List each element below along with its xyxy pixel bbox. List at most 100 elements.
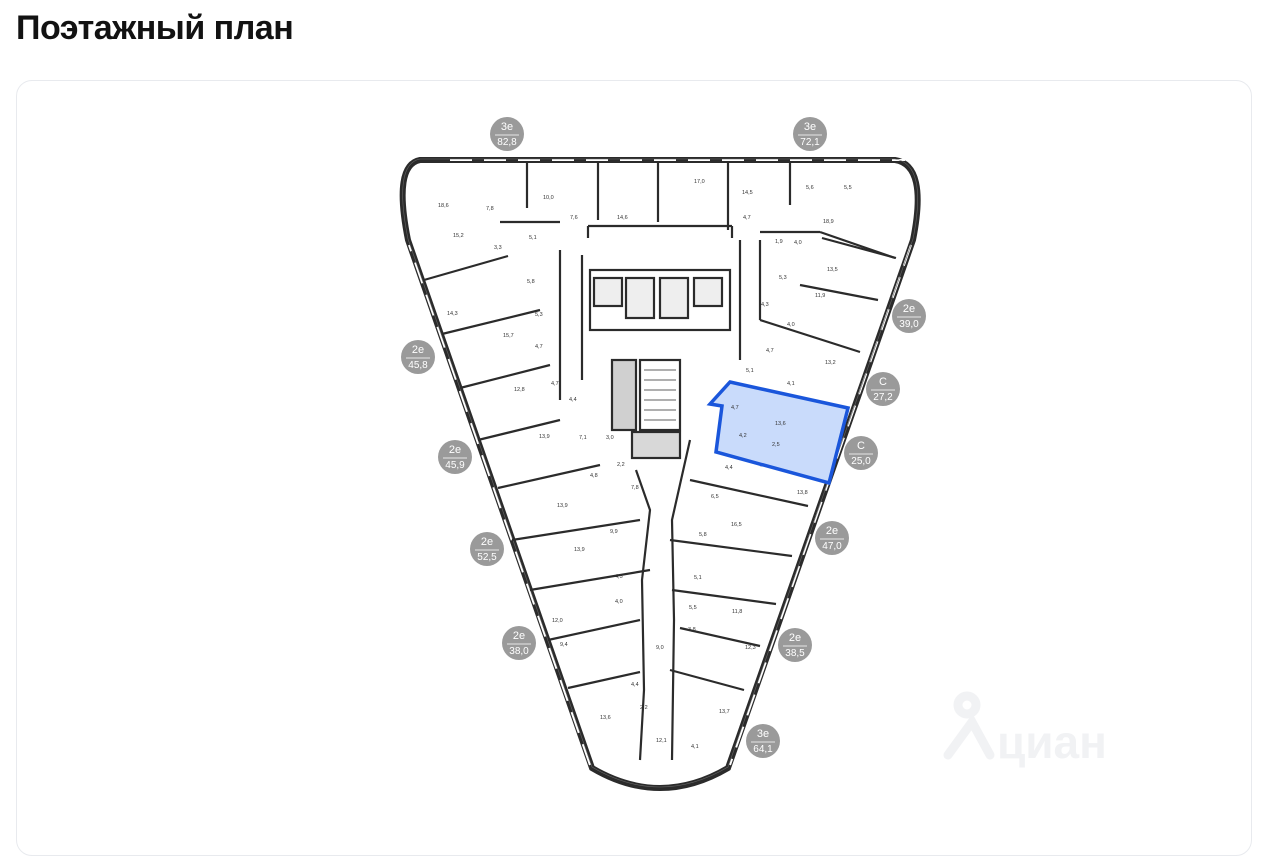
room-area: 13,5: [827, 267, 838, 273]
room-area: 3,8: [688, 627, 696, 633]
watermark: циан: [943, 691, 1107, 768]
room-area: 4,7: [551, 381, 559, 387]
room-area: 5,8: [527, 279, 535, 285]
room-area: 13,9: [539, 434, 550, 440]
watermark-brand: циан: [997, 716, 1107, 768]
room-area: 4,4: [631, 682, 639, 688]
badge-area: 82,8: [497, 137, 517, 148]
badge-type: 3e: [804, 121, 816, 133]
room-area: 5,5: [689, 605, 697, 611]
room-area: 14,3: [447, 311, 458, 317]
room-area: 13,9: [574, 547, 585, 553]
room-area: 4,0: [794, 240, 802, 246]
room-area: 4,7: [535, 344, 543, 350]
apartment-badge-2e-52-5[interactable]: 2e 52,5: [470, 532, 504, 566]
badge-type: 2e: [789, 632, 801, 644]
room-area: 14,5: [742, 190, 753, 196]
room-area: 7,6: [570, 215, 578, 221]
room-area: 9,9: [610, 529, 618, 535]
room-area: 3,3: [494, 245, 502, 251]
room-area: 5,1: [746, 368, 754, 374]
badge-area: 27,2: [873, 392, 893, 403]
room-area: 3,0: [606, 435, 614, 441]
apartment-badge-2e-38-0[interactable]: 2e 38,0: [502, 626, 536, 660]
room-area: 5,1: [529, 235, 537, 241]
page-title: Поэтажный план: [16, 9, 294, 47]
badge-type: 2e: [412, 344, 424, 356]
room-area: 13,6: [775, 421, 786, 427]
apartment-badge-2e-38-5[interactable]: 2e 38,5: [778, 628, 812, 662]
room-area: 4,0: [787, 322, 795, 328]
apartment-badge-2e-45-8[interactable]: 2e 45,8: [401, 340, 435, 374]
room-area: 18,9: [823, 219, 834, 225]
room-area: 13,8: [797, 490, 808, 496]
room-area: 11,9: [815, 293, 825, 299]
room-area: 18,6: [438, 203, 449, 209]
room-area: 11,8: [732, 609, 742, 615]
room-area: 7,8: [486, 206, 494, 212]
room-area: 16,5: [731, 522, 742, 528]
badge-area: 39,0: [899, 319, 919, 330]
room-area: 7,1: [579, 435, 587, 441]
room-area: 9,0: [656, 645, 664, 651]
apartment-badge-c-27-2[interactable]: C 27,2: [866, 372, 900, 406]
room-area: 7,8: [631, 485, 639, 491]
apartment-badge-2e-39-0[interactable]: 2e 39,0: [892, 299, 926, 333]
badge-type: C: [857, 440, 865, 452]
room-area: 12,8: [514, 387, 525, 393]
room-area: 4,3: [761, 302, 769, 308]
room-area: 5,1: [694, 575, 702, 581]
apartment-badge-2e-45-9[interactable]: 2e 45,9: [438, 440, 472, 474]
badge-area: 38,5: [785, 648, 805, 659]
room-area: 2,5: [772, 442, 780, 448]
badge-area: 25,0: [851, 456, 871, 467]
badge-type: 3e: [501, 121, 513, 133]
badge-area: 64,1: [753, 744, 773, 755]
selected-apartment[interactable]: [706, 380, 851, 486]
room-area: 2,2: [617, 462, 625, 468]
apartment-badge-3e-72-1[interactable]: 3e 72,1: [793, 117, 827, 151]
window-strips: [408, 159, 912, 766]
room-area: 4,0: [615, 599, 623, 605]
apartment-badge-3e-82-8[interactable]: 3e 82,8: [490, 117, 524, 151]
room-area: 13,7: [719, 709, 730, 715]
room-area: 12,3: [745, 645, 756, 651]
badge-type: 2e: [513, 630, 525, 642]
badge-area: 52,5: [477, 552, 497, 563]
interior-walls: [423, 162, 897, 761]
room-area: 17,0: [694, 179, 705, 185]
room-area: 4,7: [766, 348, 774, 354]
room-area: 13,9: [557, 503, 568, 509]
room-area-labels: 18,6 7,8 15,2 3,3 5,1 10,0 7,6 14,6 17,0…: [438, 179, 852, 750]
room-area: 14,6: [617, 215, 628, 221]
badge-type: C: [879, 376, 887, 388]
badge-type: 2e: [903, 303, 915, 315]
badge-type: 3e: [757, 728, 769, 740]
room-area: 5,3: [779, 275, 787, 281]
apartment-badge-3e-64-1[interactable]: 3e 64,1: [746, 724, 780, 758]
room-area: 5,3: [535, 312, 543, 318]
badge-type: 2e: [449, 444, 461, 456]
building-outline: [399, 157, 921, 791]
room-area: 4,1: [787, 381, 795, 387]
room-area: 2,2: [640, 705, 648, 711]
badge-area: 72,1: [800, 137, 820, 148]
badge-area: 47,0: [822, 541, 842, 552]
room-area: 1,9: [775, 239, 783, 245]
room-area: 5,5: [844, 185, 852, 191]
room-area: 4,4: [569, 397, 577, 403]
room-area: 4,5: [615, 574, 623, 580]
watermark-logo-icon: [943, 691, 995, 760]
apartment-badge-2e-47-0[interactable]: 2e 47,0: [815, 521, 849, 555]
room-area: 13,2: [825, 360, 836, 366]
apartment-badge-c-25-0[interactable]: C 25,0: [844, 436, 878, 470]
room-area: 15,7: [503, 333, 514, 339]
room-area: 12,1: [656, 738, 667, 744]
badge-type: 2e: [826, 525, 838, 537]
room-area: 4,7: [731, 405, 739, 411]
room-area: 12,0: [552, 618, 563, 624]
room-area: 10,0: [543, 195, 554, 201]
room-area: 6,5: [711, 494, 719, 500]
badge-area: 45,8: [408, 360, 428, 371]
